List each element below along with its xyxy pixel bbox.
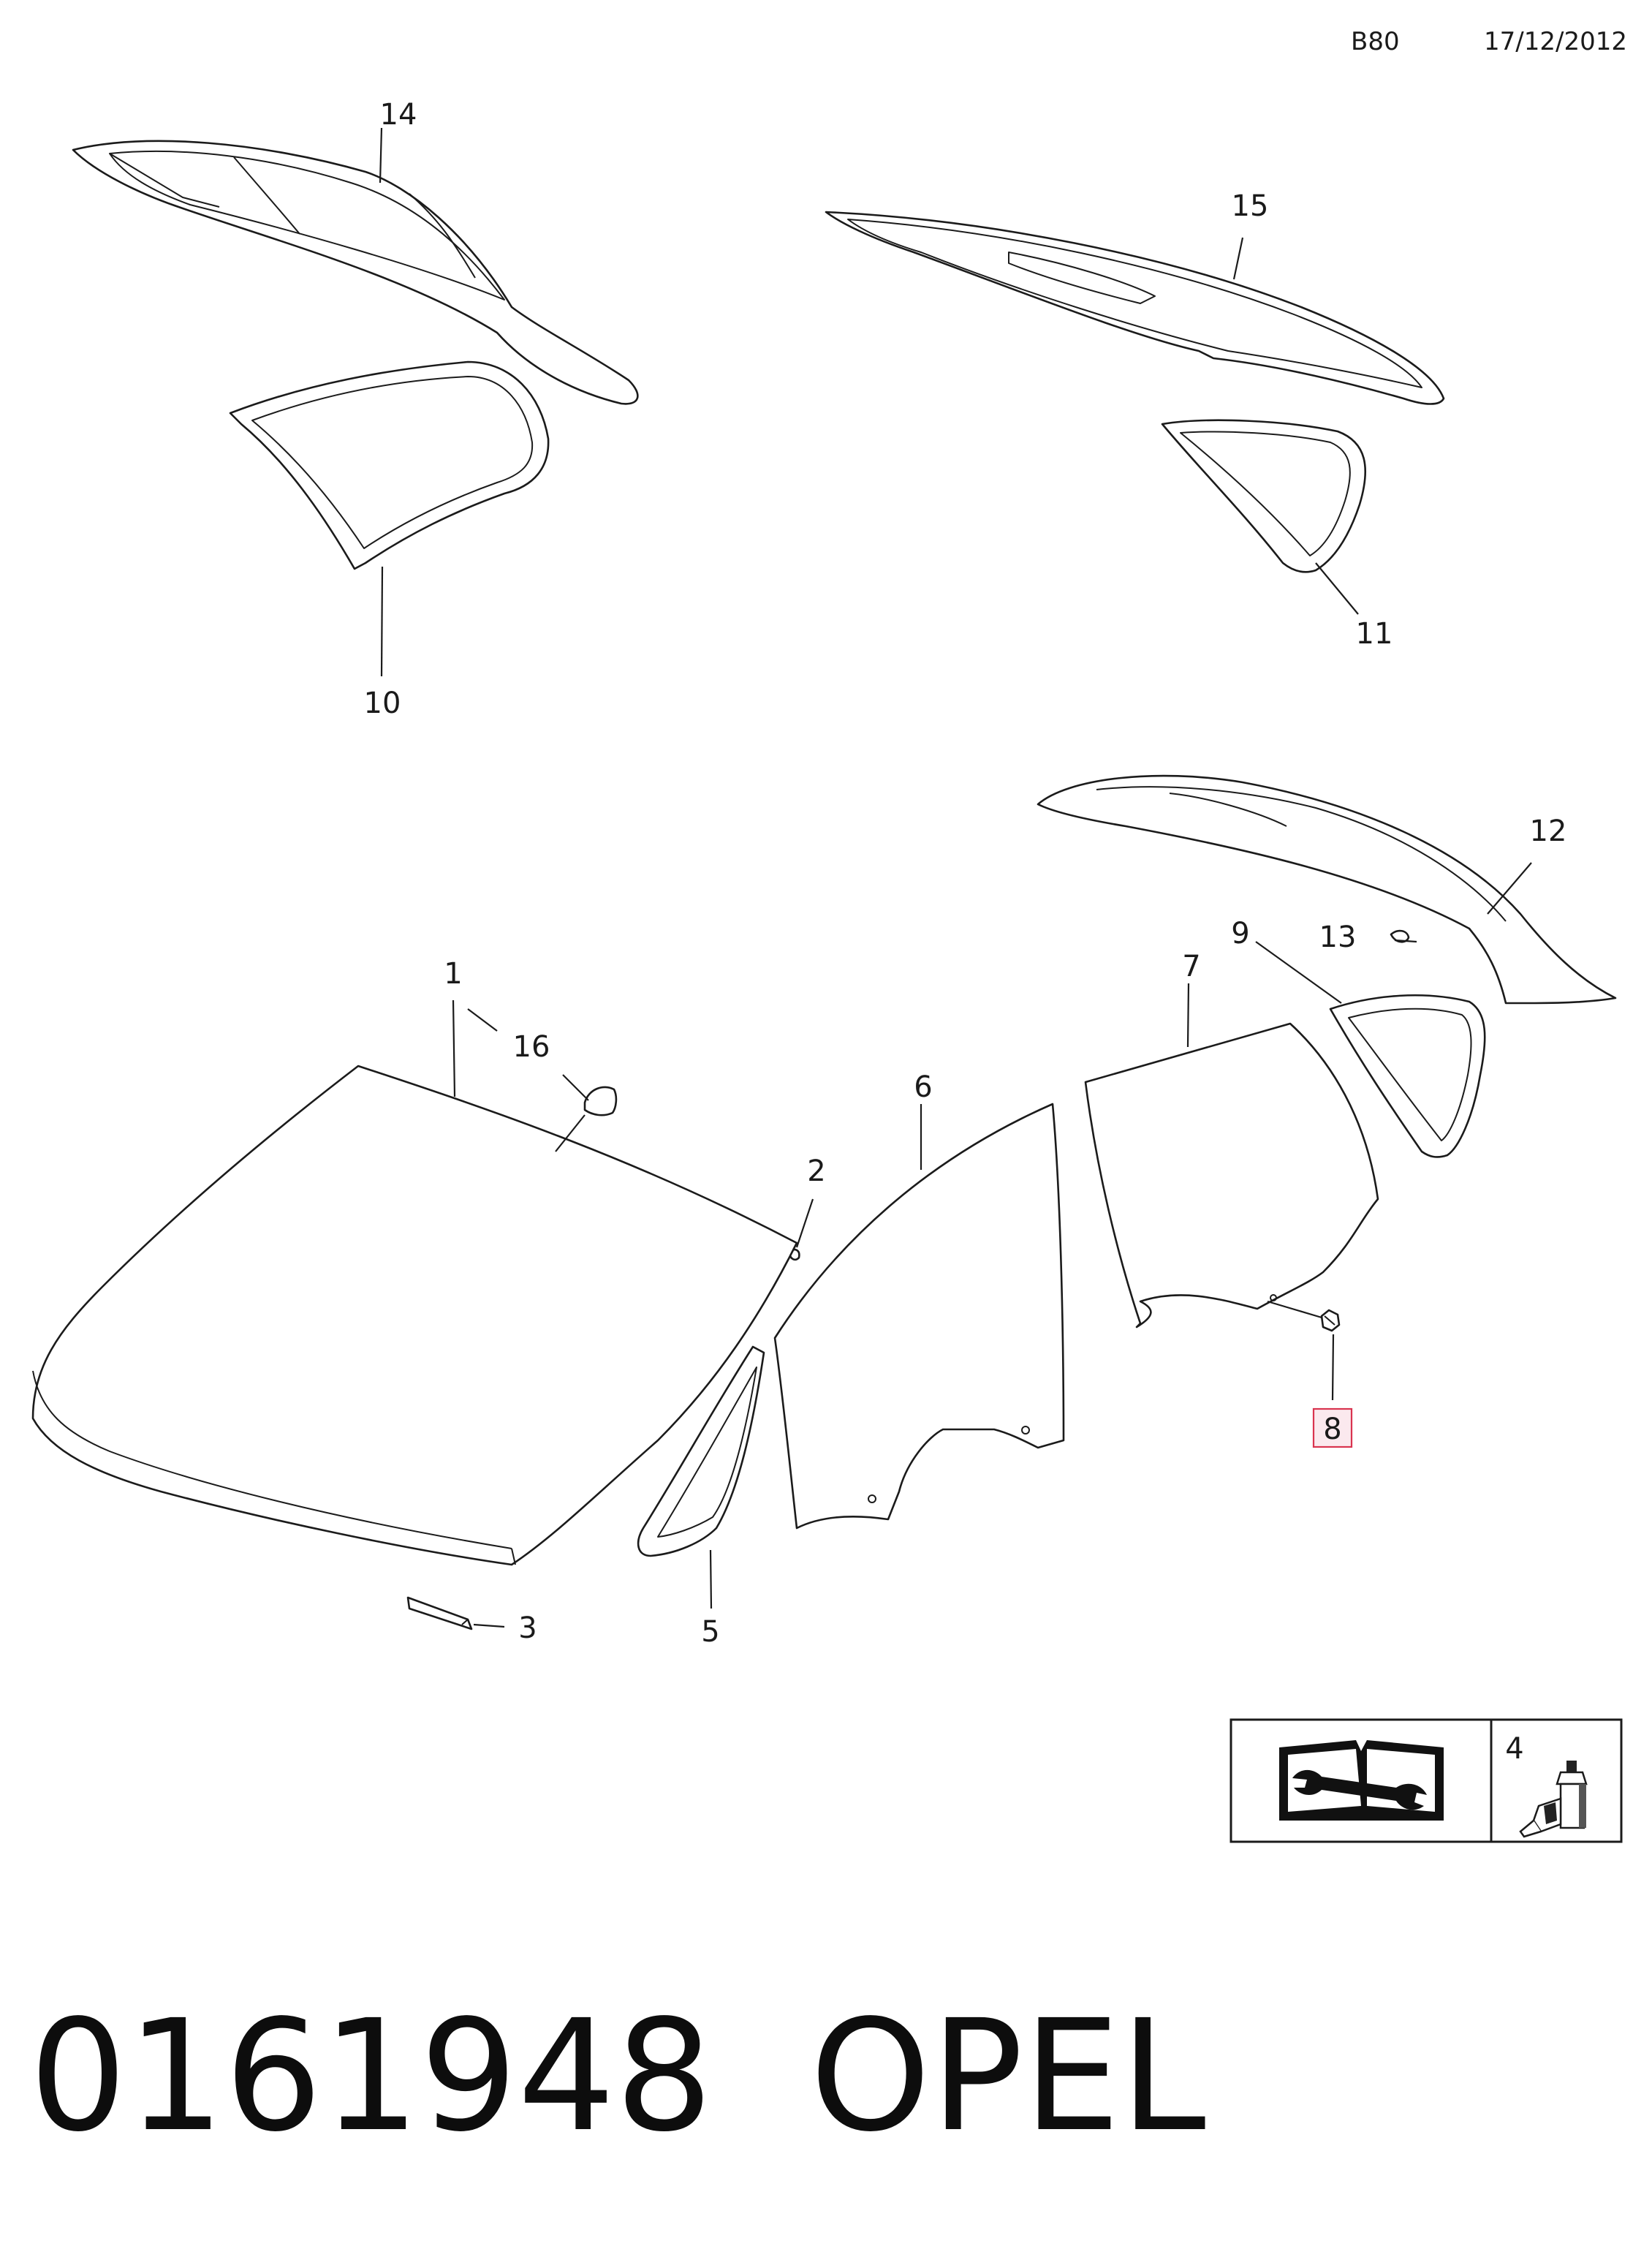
callout-3: 3: [518, 1611, 537, 1645]
part-9-rear-quarter-window[interactable]: [1329, 994, 1486, 1158]
part-1-windscreen[interactable]: [31, 1065, 798, 1566]
part-3-trim-strip[interactable]: [406, 1596, 473, 1630]
callout-16: 16: [513, 1030, 550, 1064]
part-number: 0161948: [29, 1987, 713, 2166]
part-12-rear-window[interactable]: [1037, 774, 1617, 1005]
header-code: B80: [1351, 27, 1400, 56]
callout-11: 11: [1356, 617, 1393, 651]
callout-1: 1: [444, 957, 462, 991]
callout-2: 2: [807, 1154, 825, 1188]
callout-8-highlight[interactable]: 8: [1312, 1407, 1353, 1448]
callout-13: 13: [1319, 921, 1357, 954]
callout-10: 10: [364, 687, 401, 720]
part-11-quarter-window[interactable]: [1161, 419, 1367, 573]
service-manual-wrench-icon: [1279, 1740, 1444, 1821]
callout-12: 12: [1530, 814, 1567, 848]
header-date: 17/12/2012: [1484, 27, 1627, 56]
part-8-fastener[interactable]: [1320, 1309, 1341, 1332]
callout-14: 14: [380, 98, 417, 132]
part-10-quarter-window[interactable]: [229, 360, 550, 570]
part-7-rear-door-window[interactable]: [1084, 1022, 1379, 1328]
callout-9: 9: [1231, 917, 1249, 950]
part-14-roof-glass[interactable]: [72, 140, 639, 405]
part-15-roof-glass[interactable]: [825, 211, 1445, 405]
leader-lines: [379, 127, 1532, 1628]
callout-5: 5: [701, 1615, 719, 1649]
callout-7: 7: [1182, 950, 1200, 983]
callout-6: 6: [914, 1070, 932, 1104]
part-16-mirror-mount[interactable]: [583, 1086, 618, 1116]
callout-4: 4: [1505, 1732, 1523, 1766]
part-5-vent-window[interactable]: [637, 1345, 765, 1557]
part-6-front-door-window[interactable]: [773, 1103, 1065, 1530]
callout-8: 8: [1323, 1413, 1341, 1446]
legend-box: 4: [1229, 1718, 1623, 1843]
brand-name: OPEL: [810, 1987, 1206, 2166]
adhesive-cartridge-icon: [1519, 1761, 1588, 1838]
callout-15: 15: [1232, 189, 1269, 223]
